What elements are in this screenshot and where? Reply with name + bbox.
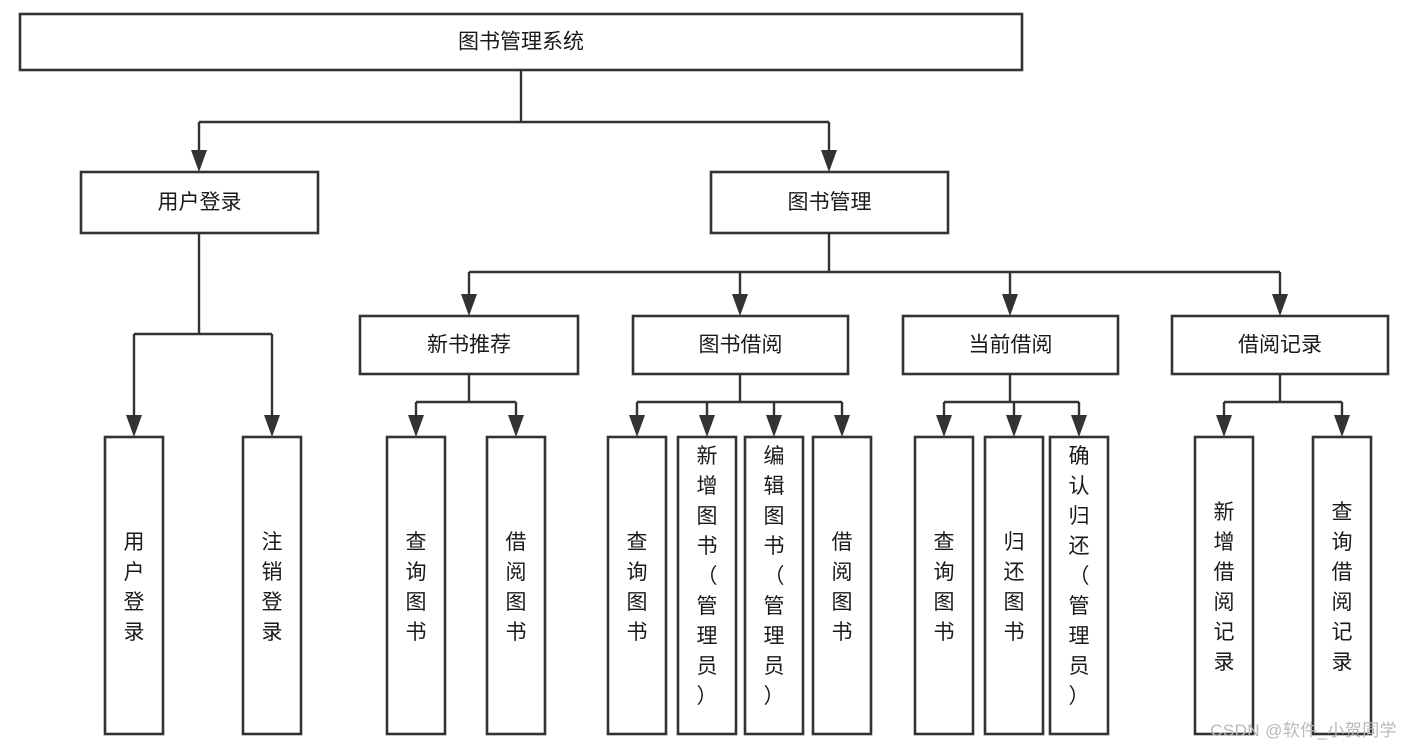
node-label-current-borrow: 当前借阅 xyxy=(969,334,1053,357)
leaf-node-leaf-confirm-return[interactable]: 确认归还（管理员） xyxy=(1048,435,1110,736)
node-rect-leaf-borrow-book-1[interactable] xyxy=(485,435,547,736)
node-label-book-borrow: 图书借阅 xyxy=(699,334,783,357)
leaf-node-leaf-query-book-1[interactable]: 查询图书 xyxy=(385,435,447,736)
node-rect-book-management[interactable] xyxy=(709,170,950,235)
node-label-leaf-query-book-2: 查询图书 xyxy=(627,531,648,644)
node-rect-leaf-user-logout[interactable] xyxy=(241,435,303,736)
node-label-leaf-query-record: 查询借阅记录 xyxy=(1332,501,1353,674)
node-rect-leaf-return-book[interactable] xyxy=(983,435,1045,736)
node-rect-leaf-add-record[interactable] xyxy=(1193,435,1255,736)
root-node-root[interactable]: 图书管理系统 xyxy=(18,12,1024,72)
node-rect-current-borrow[interactable] xyxy=(901,314,1120,376)
level2-node-book-borrow[interactable]: 图书借阅 xyxy=(631,314,850,376)
level2-node-new-book-recommend[interactable]: 新书推荐 xyxy=(358,314,580,376)
leaf-node-leaf-user-logout[interactable]: 注销登录 xyxy=(241,435,303,736)
node-label-user-login: 用户登录 xyxy=(158,191,242,214)
connector-user-login xyxy=(126,233,280,437)
connector-root xyxy=(191,70,837,172)
leaf-node-leaf-query-record[interactable]: 查询借阅记录 xyxy=(1311,435,1373,736)
node-label-leaf-confirm-return: 确认归还（管理员） xyxy=(1069,445,1090,708)
leaf-node-leaf-add-book[interactable]: 新增图书（管理员） xyxy=(676,435,738,736)
level1-node-user-login[interactable]: 用户登录 xyxy=(79,170,320,235)
node-label-leaf-query-book-3: 查询图书 xyxy=(934,531,955,644)
connector-new-book-recommend xyxy=(408,374,524,437)
node-rect-borrow-record[interactable] xyxy=(1170,314,1390,376)
node-label-leaf-add-book: 新增图书（管理员） xyxy=(697,445,718,708)
node-rect-leaf-add-book[interactable] xyxy=(676,435,738,736)
node-label-leaf-add-record: 新增借阅记录 xyxy=(1214,501,1235,674)
connector-book-borrow xyxy=(629,374,850,437)
node-rect-leaf-query-book-1[interactable] xyxy=(385,435,447,736)
level2-node-borrow-record[interactable]: 借阅记录 xyxy=(1170,314,1390,376)
node-rect-leaf-borrow-book-2[interactable] xyxy=(811,435,873,736)
leaf-node-leaf-edit-book[interactable]: 编辑图书（管理员） xyxy=(743,435,805,736)
connector-borrow-record xyxy=(1216,374,1350,437)
node-rect-leaf-query-book-2[interactable] xyxy=(606,435,668,736)
node-rect-leaf-query-book-3[interactable] xyxy=(913,435,975,736)
node-rect-leaf-user-login[interactable] xyxy=(103,435,165,736)
node-label-borrow-record: 借阅记录 xyxy=(1238,334,1322,357)
node-label-leaf-query-book-1: 查询图书 xyxy=(406,531,427,644)
leaf-node-leaf-user-login[interactable]: 用户登录 xyxy=(103,435,165,736)
level2-node-current-borrow[interactable]: 当前借阅 xyxy=(901,314,1120,376)
node-rect-new-book-recommend[interactable] xyxy=(358,314,580,376)
node-rect-leaf-edit-book[interactable] xyxy=(743,435,805,736)
leaf-node-leaf-borrow-book-2[interactable]: 借阅图书 xyxy=(811,435,873,736)
node-label-leaf-return-book: 归还图书 xyxy=(1004,531,1025,644)
level1-node-book-management[interactable]: 图书管理 xyxy=(709,170,950,235)
node-label-leaf-borrow-book-1: 借阅图书 xyxy=(506,531,527,644)
node-label-leaf-user-login: 用户登录 xyxy=(124,531,145,644)
node-label-root: 图书管理系统 xyxy=(458,31,584,54)
watermark-label: CSDN @软件_小贺同学 xyxy=(1210,721,1397,740)
node-label-leaf-edit-book: 编辑图书（管理员） xyxy=(764,445,785,708)
connector-book-management xyxy=(461,233,1288,316)
leaf-node-leaf-query-book-3[interactable]: 查询图书 xyxy=(913,435,975,736)
node-rect-user-login[interactable] xyxy=(79,170,320,235)
node-rect-book-borrow[interactable] xyxy=(631,314,850,376)
leaf-node-leaf-borrow-book-1[interactable]: 借阅图书 xyxy=(485,435,547,736)
node-label-leaf-user-logout: 注销登录 xyxy=(262,531,283,644)
leaf-node-leaf-query-book-2[interactable]: 查询图书 xyxy=(606,435,668,736)
node-rect-leaf-query-record[interactable] xyxy=(1311,435,1373,736)
node-label-new-book-recommend: 新书推荐 xyxy=(427,334,511,357)
leaf-node-leaf-return-book[interactable]: 归还图书 xyxy=(983,435,1045,736)
node-rect-root[interactable] xyxy=(18,12,1024,72)
node-label-leaf-borrow-book-2: 借阅图书 xyxy=(832,531,853,644)
connector-current-borrow xyxy=(936,374,1087,437)
node-label-book-management: 图书管理 xyxy=(788,191,872,214)
leaf-node-leaf-add-record[interactable]: 新增借阅记录 xyxy=(1193,435,1255,736)
node-rect-leaf-confirm-return[interactable] xyxy=(1048,435,1110,736)
